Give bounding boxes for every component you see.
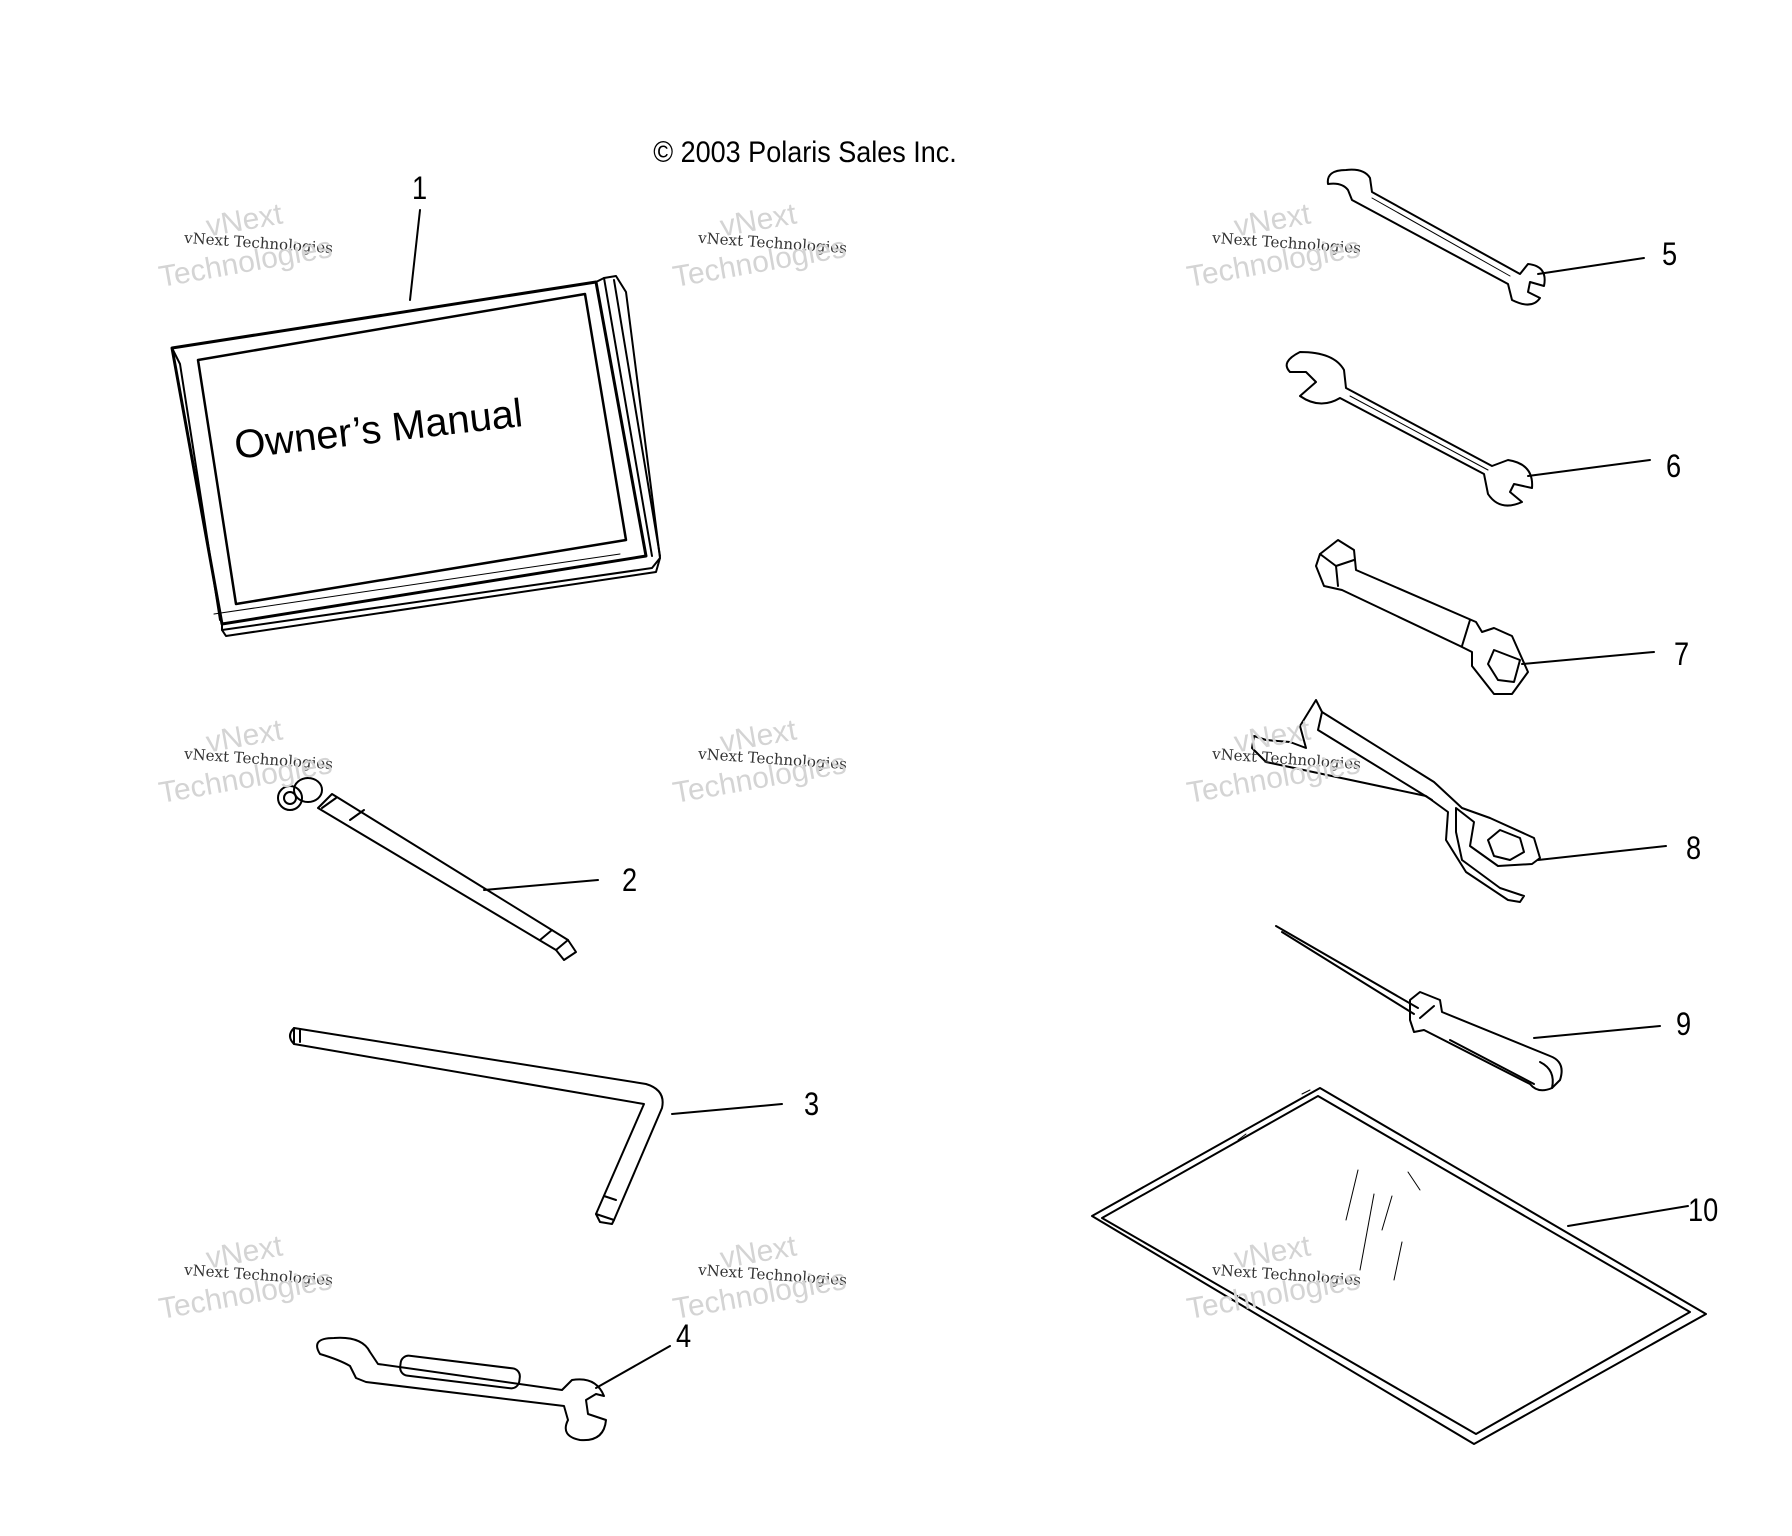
gauge-tool-drawing <box>277 777 577 961</box>
callout-10: 10 <box>1688 1192 1719 1228</box>
screwdriver-drawing <box>1275 925 1563 1092</box>
leader-line-1 <box>409 209 421 301</box>
wrench-drawing-5 <box>1326 168 1546 306</box>
callout-6: 6 <box>1666 448 1682 484</box>
owners-manual-drawing <box>170 275 661 637</box>
callout-9: 9 <box>1676 1006 1692 1042</box>
hex-key-drawing <box>289 1027 664 1225</box>
leader-line-5 <box>1537 257 1645 275</box>
wrench-drawing-6 <box>1285 351 1534 507</box>
socket-tube-drawing <box>1315 539 1529 695</box>
callout-4: 4 <box>676 1318 692 1354</box>
leader-line-8 <box>1537 845 1667 861</box>
leader-line-10 <box>1567 1205 1689 1227</box>
callout-7: 7 <box>1674 636 1690 672</box>
callout-8: 8 <box>1686 830 1702 866</box>
leader-line-9 <box>1533 1025 1661 1039</box>
wrench-drawing-4 <box>316 1336 607 1442</box>
callout-5: 5 <box>1662 236 1678 272</box>
leader-line-4 <box>595 1345 671 1389</box>
bracket-wrench-drawing <box>1251 699 1541 903</box>
leader-line-7 <box>1521 651 1655 665</box>
leader-line-3 <box>671 1103 783 1115</box>
leader-line-2 <box>483 879 599 891</box>
sheet-bag-drawing <box>1091 1087 1707 1445</box>
leader-line-6 <box>1527 459 1651 477</box>
copyright-text: © 2003 Polaris Sales Inc. <box>653 136 957 169</box>
callout-1: 1 <box>412 170 428 206</box>
callout-3: 3 <box>804 1086 820 1122</box>
callout-2: 2 <box>622 862 638 898</box>
